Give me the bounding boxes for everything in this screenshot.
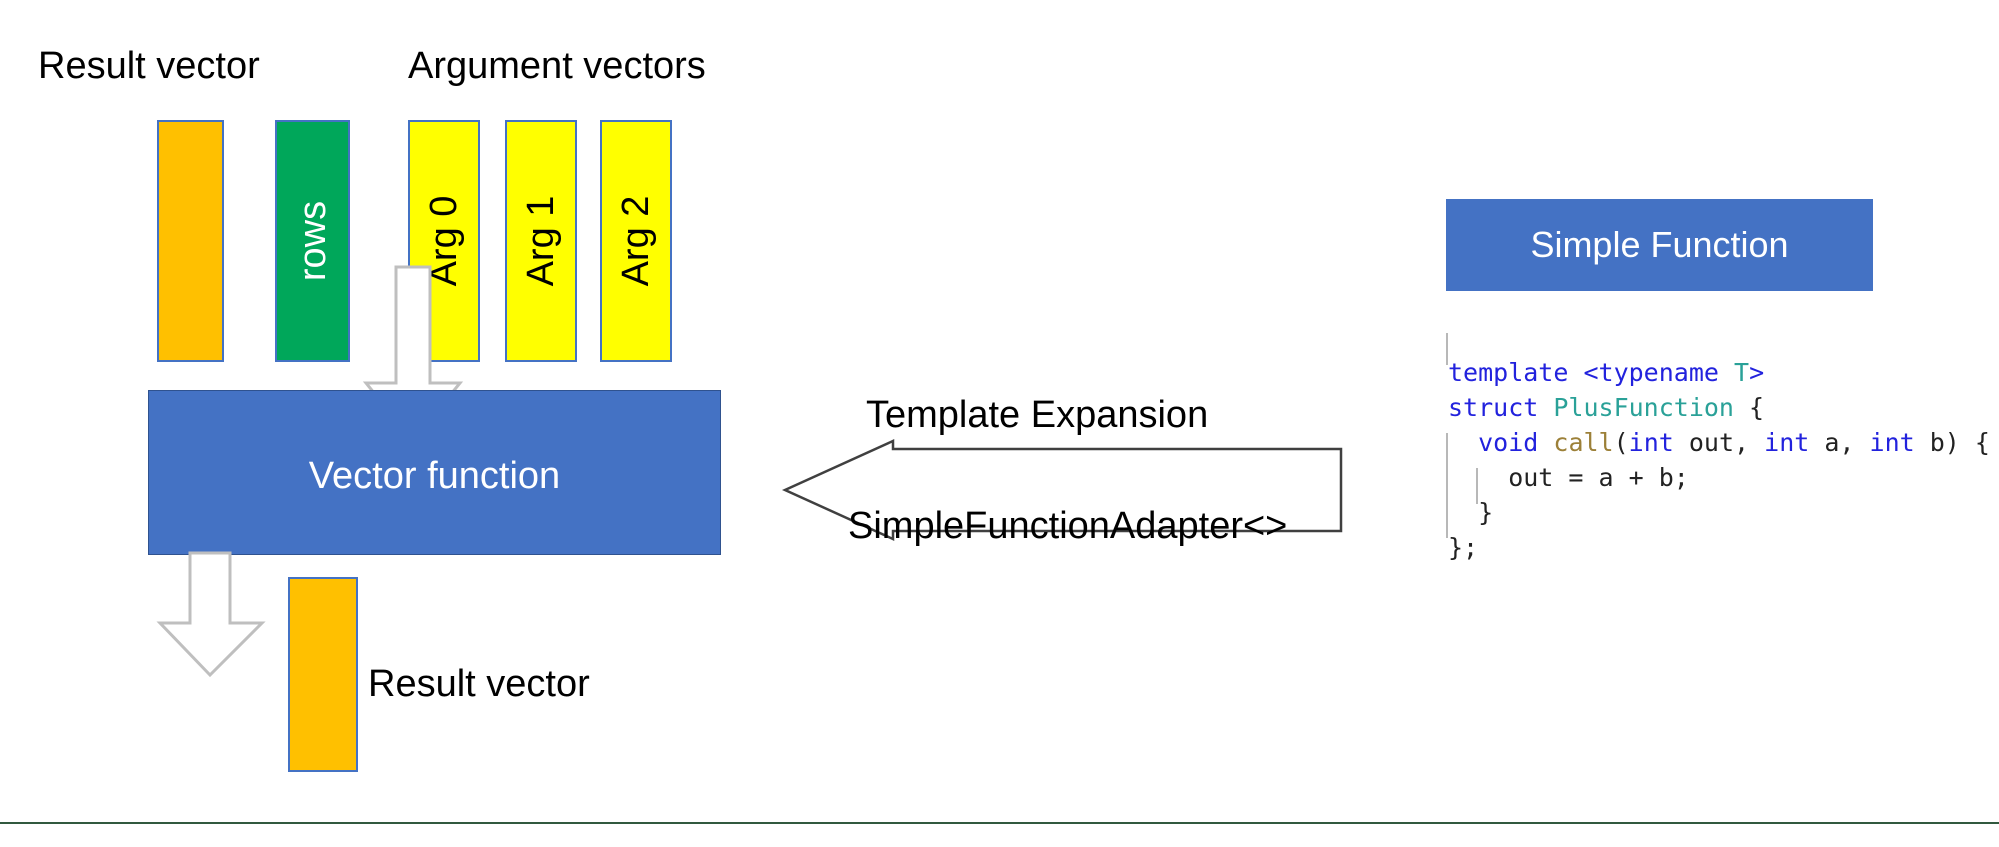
code-token: { — [1733, 393, 1765, 422]
code-line: out = a + b; — [1448, 460, 1990, 495]
code-token: call — [1553, 428, 1614, 457]
result-vector-output-bar — [288, 577, 358, 772]
simple-function-box: Simple Function — [1446, 199, 1873, 291]
code-token — [1719, 358, 1734, 387]
rows-bar-label: rows — [291, 200, 334, 282]
result-vector-top-label: Result vector — [38, 45, 260, 87]
bottom-divider — [0, 822, 1999, 824]
left-block-arrow — [781, 439, 1343, 541]
code-token: < — [1583, 358, 1599, 387]
result-vector-bar — [157, 120, 224, 362]
code-line: template <typename T> — [1448, 355, 1990, 390]
code-token: ( — [1613, 428, 1629, 457]
code-indent-guide-1 — [1446, 433, 1448, 538]
code-token — [1448, 428, 1478, 457]
code-block: template <typename T>struct PlusFunction… — [1448, 355, 1990, 565]
template-expansion-label: Template Expansion — [866, 394, 1209, 436]
down-arrow-out-of-vector-function — [156, 551, 266, 678]
code-token: b) { — [1914, 428, 1990, 457]
argument-vectors-label: Argument vectors — [408, 45, 706, 87]
arg2-bar-label: Arg 2 — [615, 195, 657, 287]
code-token: int — [1628, 428, 1674, 457]
code-line: } — [1448, 495, 1990, 530]
simple-function-adapter-label: SimpleFunctionAdapter<> — [848, 505, 1288, 547]
code-line: void call(int out, int a, int b) { — [1448, 425, 1990, 460]
code-token — [1538, 428, 1553, 457]
vector-function-label: Vector function — [308, 455, 561, 497]
code-line: }; — [1448, 530, 1990, 565]
code-token: out, — [1673, 428, 1765, 457]
arg1-bar-label: Arg 1 — [520, 195, 562, 287]
code-caret-guide — [1446, 333, 1448, 365]
code-token: out = a + b; — [1448, 463, 1689, 492]
code-token: struct — [1448, 393, 1554, 422]
arg1-bar: Arg 1 — [505, 120, 577, 362]
code-token: typename — [1598, 358, 1719, 387]
code-token: int — [1869, 428, 1915, 457]
code-token: template — [1448, 358, 1584, 387]
code-token: > — [1749, 358, 1765, 387]
code-line: struct PlusFunction { — [1448, 390, 1990, 425]
vector-function-box: Vector function — [148, 390, 721, 555]
code-token: int — [1764, 428, 1810, 457]
code-token: void — [1478, 428, 1539, 457]
code-token: T — [1734, 358, 1750, 387]
result-vector-bottom-label: Result vector — [368, 663, 590, 705]
rows-bar: rows — [275, 120, 350, 362]
code-token: PlusFunction — [1553, 393, 1734, 422]
code-token: a, — [1809, 428, 1870, 457]
simple-function-label: Simple Function — [1530, 224, 1789, 265]
code-indent-guide-2 — [1476, 468, 1478, 504]
code-token: }; — [1448, 533, 1479, 562]
arg2-bar: Arg 2 — [600, 120, 672, 362]
code-token: } — [1448, 498, 1494, 527]
